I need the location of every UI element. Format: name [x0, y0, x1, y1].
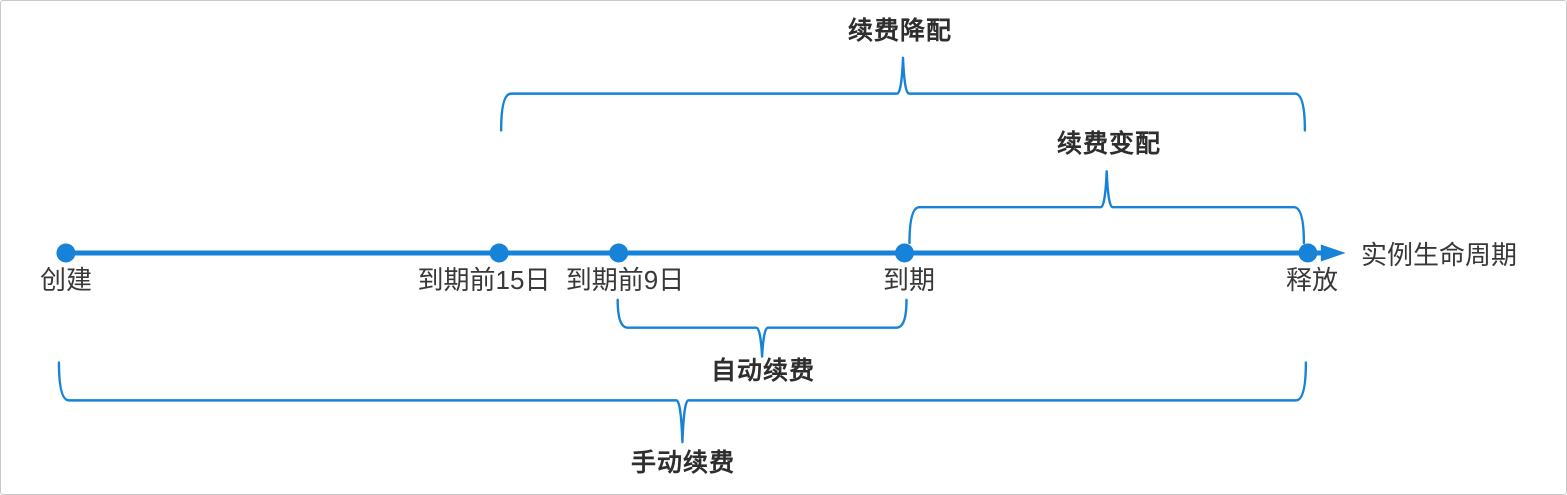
node-label-before-expire-15d: 到期前15日: [417, 265, 551, 295]
timeline-dot-create: [56, 243, 76, 263]
node-label-before-expire-9d: 到期前9日: [565, 265, 685, 295]
timeline-dot-release: [1298, 243, 1318, 263]
brace-label-renew-modify: 续费变配: [1056, 130, 1162, 158]
brace-label-auto-renew: 自动续费: [710, 357, 816, 385]
node-label-expire: 到期: [882, 265, 936, 295]
brace-auto-renew: [616, 298, 908, 358]
node-label-create: 创建: [39, 265, 93, 295]
axis-label: 实例生命周期: [1361, 240, 1518, 270]
brace-renew-downgrade: [499, 56, 1307, 132]
brace-renew-modify: [908, 170, 1306, 245]
timeline-dot-before-expire-15d: [489, 243, 509, 263]
brace-label-manual-renew: 手动续费: [630, 449, 736, 477]
timeline-arrow-icon: [1320, 244, 1346, 262]
timeline-dot-before-expire-9d: [609, 243, 629, 263]
brace-label-renew-downgrade: 续费降配: [847, 17, 953, 45]
brace-manual-renew: [57, 361, 1308, 444]
node-label-release: 释放: [1285, 265, 1339, 295]
timeline-dot-expire: [895, 243, 914, 263]
